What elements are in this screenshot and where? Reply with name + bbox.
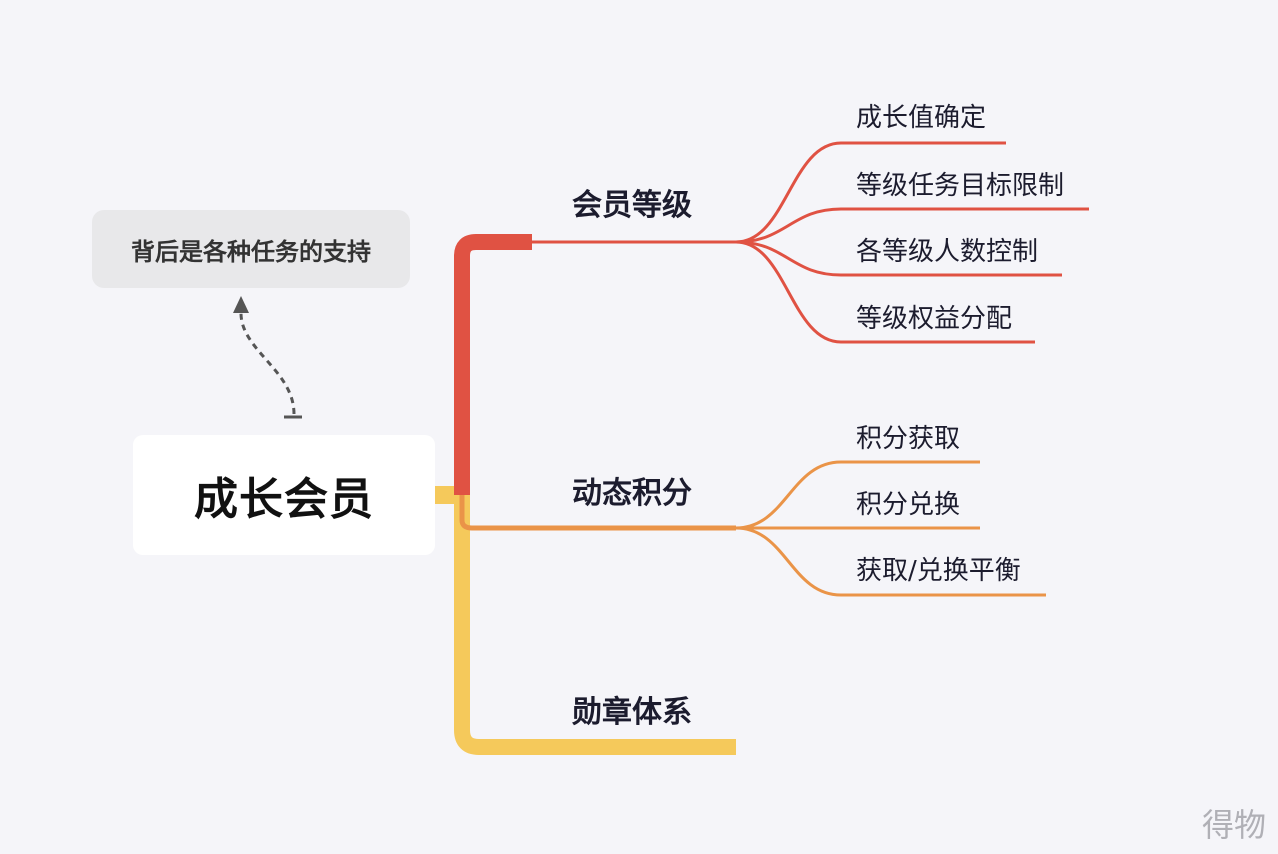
leaf-label-levels-3[interactable]: 各等级人数控制 (856, 237, 1039, 267)
leaf-label-levels-1[interactable]: 成长值确定 (856, 103, 987, 133)
branch-label-levels[interactable]: 会员等级 (572, 188, 692, 223)
trunk-points (459, 495, 736, 531)
trunk-badges (454, 495, 736, 755)
leaf-connector-levels-3 (735, 240, 1062, 277)
leaf-connectors (735, 141, 1089, 597)
branch-trunks (435, 234, 736, 755)
leaf-connector-points-3 (735, 526, 1046, 597)
trunk-levels (454, 234, 532, 495)
note-text: 背后是各种任务的支持 (131, 237, 371, 266)
note-box[interactable]: 背后是各种任务的支持 (92, 210, 410, 288)
leaf-connector-levels-2 (735, 207, 1089, 244)
root-title: 成长会员 (194, 474, 374, 525)
note-connector (233, 296, 302, 419)
leaf-connector-points-1 (735, 460, 980, 530)
leaf-label-points-2[interactable]: 积分兑换 (856, 490, 961, 520)
branch-label-badges[interactable]: 勋章体系 (572, 695, 692, 730)
note-connector-arrow-icon (233, 296, 249, 313)
watermark: 得物 (1201, 806, 1266, 844)
leaf-connector-levels-1 (735, 141, 1006, 244)
leaf-connector-levels-4 (735, 240, 1035, 344)
leaf-label-levels-4[interactable]: 等级权益分配 (856, 304, 1013, 334)
branch-label-points[interactable]: 动态积分 (572, 476, 692, 511)
note-connector-line (239, 311, 296, 415)
leaf-label-points-3[interactable]: 获取/兑换平衡 (856, 556, 1021, 586)
leaf-label-levels-2[interactable]: 等级任务目标限制 (856, 171, 1065, 201)
root-node[interactable]: 成长会员 (133, 435, 435, 555)
leaf-label-points-1[interactable]: 积分获取 (856, 424, 961, 454)
